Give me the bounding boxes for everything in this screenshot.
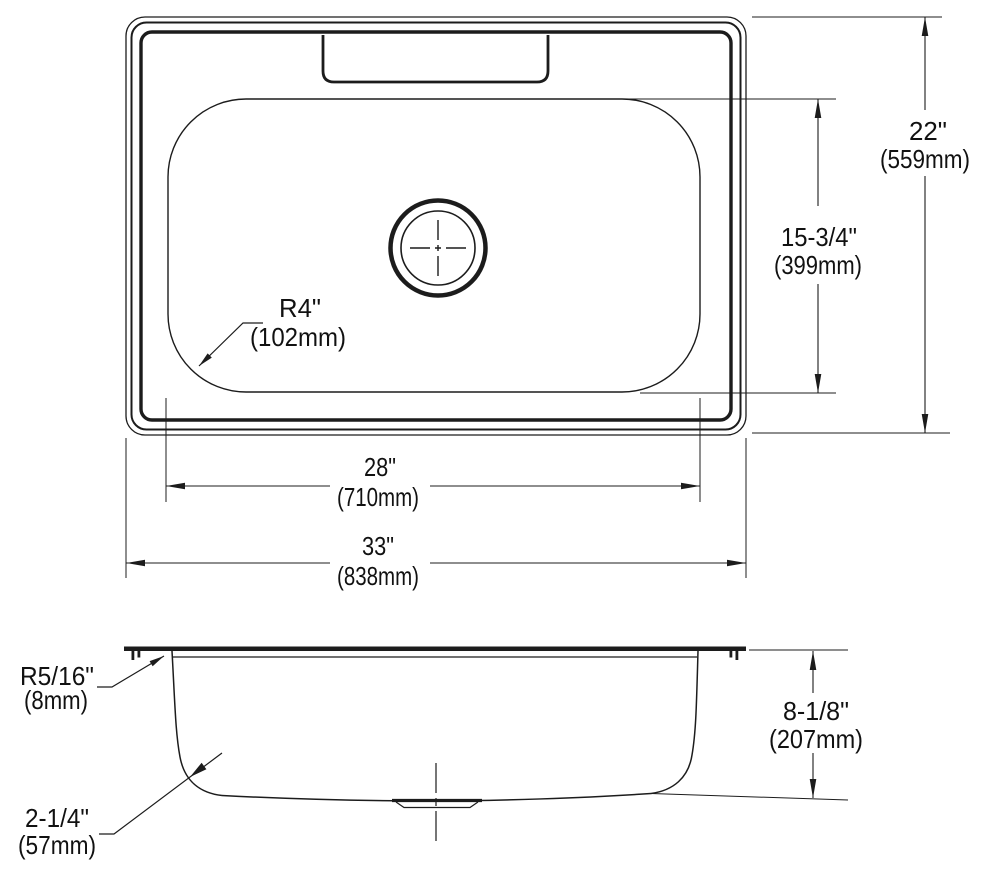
mounting-clip-left: [131, 651, 135, 660]
bottom-radius-leader-arrowhead: [190, 762, 207, 777]
bowl-outline: [167, 98, 701, 393]
dim-bowl-width-mm: (710mm): [337, 482, 419, 512]
dim-bowl-front-to-back-in: 15-3/4": [781, 222, 857, 252]
rim-radius-leader-line: [97, 655, 165, 688]
drain-boss-lip: [395, 801, 479, 809]
rim-flange-bar: [124, 646, 746, 651]
mounting-clip-right: [735, 651, 739, 660]
corner-radius-leader-line: [198, 322, 263, 367]
dim-bottom-radius-mm: (57mm): [18, 830, 96, 860]
bottom-radius-leader-line: [99, 752, 223, 835]
sink-rim-inner-edge: [139, 30, 733, 422]
top-view-plan: 28" (710mm) 33" (838mm) 15-3/4" (399mm) …: [125, 16, 970, 591]
dim-overall-width-in: 33": [362, 531, 394, 561]
extension-line-bottom-level: [650, 793, 849, 801]
sink-outer-edge: [125, 16, 747, 436]
bowl-wall-left: [171, 650, 223, 797]
dim-overall-depth-mm: (559mm): [880, 144, 970, 174]
drain-inner-ring: [400, 210, 476, 286]
drain-outer-ring: [388, 198, 488, 298]
dim-bowl-front-to-back-mm: (399mm): [774, 250, 862, 280]
dim-overall-width-mm: (838mm): [337, 561, 419, 591]
sink-rim-roll-edge: [130, 21, 742, 431]
dim-bowl-depth-mm: (207mm): [769, 724, 863, 754]
mounting-clip-right-2: [729, 651, 733, 658]
dim-rim-radius-in: R5/16": [20, 661, 94, 691]
dim-corner-radius-in: R4": [279, 293, 321, 323]
dim-bowl-depth-in: 8-1/8": [783, 696, 849, 726]
dim-rim-radius-mm: (8mm): [24, 685, 88, 715]
faucet-deck-ledge: [321, 35, 550, 84]
bowl-wall-right: [650, 650, 699, 795]
dim-overall-depth-in: 22": [909, 116, 947, 146]
dim-bowl-width-in: 28": [364, 452, 396, 482]
dim-bottom-radius-in: 2-1/4": [25, 803, 89, 833]
dim-corner-radius-mm: (102mm): [250, 322, 346, 352]
mounting-clip-left-2: [137, 651, 141, 658]
side-view-elevation: R5/16" (8mm) 2-1/4" (57mm) 8-1/8" (207mm…: [18, 646, 863, 860]
